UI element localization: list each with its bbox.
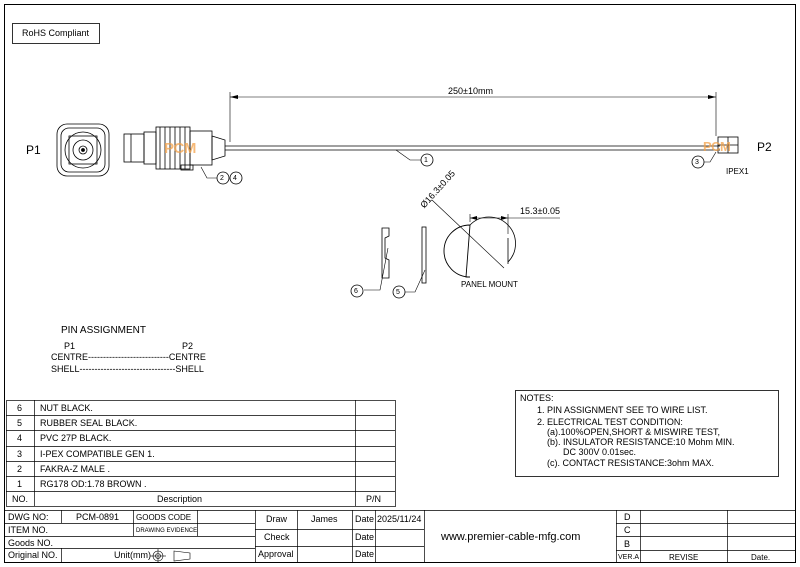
- revision-c: C: [624, 525, 631, 535]
- revision-b: B: [624, 539, 631, 549]
- rohs-label: RoHS Compliant: [22, 28, 90, 38]
- version-label: VER.A: [618, 554, 640, 561]
- pin-p1-header: P1: [64, 341, 76, 351]
- dwg-no-label: DWG NO:: [8, 512, 49, 522]
- original-no-label: Original NO.: [8, 550, 58, 560]
- ipex-label: IPEX1: [726, 167, 749, 176]
- bom-header-pn: P/N: [366, 494, 382, 504]
- bom-row-desc: NUT BLACK.: [40, 403, 93, 413]
- notes-box: [515, 390, 779, 477]
- p2-label: P2: [757, 140, 772, 154]
- note-line: 2. ELECTRICAL TEST CONDITION:: [537, 417, 683, 427]
- unit-label: Unit(mm): [114, 550, 151, 560]
- watermark-logo-right: PCM: [703, 139, 731, 154]
- dwg-no-value: PCM-0891: [76, 512, 120, 522]
- pin-assignment-title: PIN ASSIGNMENT: [61, 325, 147, 336]
- nut-side-view: [381, 227, 390, 279]
- note-line: (b). INSULATOR RESISTANCE:10 Mohm MIN.: [547, 437, 735, 447]
- p2-ipex-connector: [717, 136, 739, 154]
- note-line: (a).100%OPEN,SHORT & MISWIRE TEST,: [547, 427, 721, 437]
- bom-row-no: 5: [17, 418, 23, 428]
- balloon-5: 5: [396, 289, 400, 296]
- bom-row-no: 3: [17, 449, 23, 459]
- bom-row-desc: FAKRA-Z MALE .: [40, 464, 111, 474]
- balloon-6: 6: [354, 288, 358, 295]
- bom-row-no: 1: [17, 479, 23, 489]
- balloon-1: 1: [424, 157, 428, 164]
- draw-name: James: [311, 514, 338, 524]
- approval-label: Approval: [258, 549, 294, 559]
- goods-code-label: GOODS CODE: [136, 513, 192, 522]
- cable: [225, 145, 720, 151]
- drawing-frame: [4, 4, 796, 563]
- company-website: www.premier-cable-mfg.com: [441, 531, 581, 543]
- balloon-3: 3: [695, 159, 699, 166]
- draw-label: Draw: [266, 514, 288, 524]
- panel-mount-label: PANEL MOUNT: [461, 280, 518, 289]
- title-block: [4, 510, 796, 563]
- length-dimension-label: 250±10mm: [448, 86, 493, 96]
- bom-header-no: NO.: [12, 494, 29, 504]
- goods-no-label: Goods NO.: [8, 538, 54, 548]
- projection-symbol-icon: [150, 549, 191, 563]
- bom-row-desc: RUBBER SEAL BLACK.: [40, 418, 138, 428]
- panel-mount-view: [431, 199, 560, 278]
- bom-row-no: 6: [17, 403, 23, 413]
- date-label: Date: [355, 549, 375, 559]
- pin-row-centre: CENTRE---------------------------CENTRE: [51, 352, 206, 362]
- balloon-leaders: [200, 149, 717, 293]
- balloons: [216, 153, 705, 299]
- pin-p2-header: P2: [182, 341, 194, 351]
- flat-dimension-label: 15.3±0.05: [520, 206, 560, 216]
- revise-label: REVISE: [669, 553, 699, 562]
- p1-label: P1: [26, 143, 41, 157]
- watermark-logo-left: PCM: [164, 140, 196, 157]
- notes-title: NOTES:: [520, 393, 554, 403]
- p1-front-view: [56, 123, 110, 177]
- bom-row-desc: PVC 27P BLACK.: [40, 433, 112, 443]
- length-dimension: [229, 92, 717, 142]
- bom-row-desc: I-PEX COMPATIBLE GEN 1.: [40, 449, 155, 459]
- note-line: DC 300V 0.01sec.: [563, 447, 637, 457]
- date-label: Date: [355, 514, 375, 524]
- date-value: 2025/11/24: [377, 514, 422, 524]
- revision-d: D: [624, 512, 631, 522]
- bom-table: [6, 400, 396, 507]
- bom-header-description: Description: [157, 494, 203, 504]
- bom-row-no: 2: [17, 464, 23, 474]
- bom-row-no: 4: [17, 433, 23, 443]
- note-line: (c). CONTACT RESISTANCE:3ohm MAX.: [547, 458, 715, 468]
- pin-row-shell: SHELL--------------------------------SHE…: [51, 364, 204, 374]
- revision-date-label: Date.: [751, 553, 771, 562]
- balloon-2: 2: [220, 175, 224, 182]
- date-label: Date: [355, 532, 375, 542]
- note-line: 1. PIN ASSIGNMENT SEE TO WIRE LIST.: [537, 405, 708, 415]
- item-no-label: ITEM NO.: [8, 525, 48, 535]
- seal-side-view: [421, 226, 427, 284]
- bom-row-desc: RG178 OD:1.78 BROWN .: [40, 479, 147, 489]
- check-label: Check: [264, 532, 290, 542]
- p1-side-view: [123, 126, 226, 171]
- rohs-box: [12, 23, 100, 44]
- balloon-4: 4: [233, 175, 237, 182]
- drawing-evidence-label: DRAWING EVIDENCE: [136, 528, 198, 534]
